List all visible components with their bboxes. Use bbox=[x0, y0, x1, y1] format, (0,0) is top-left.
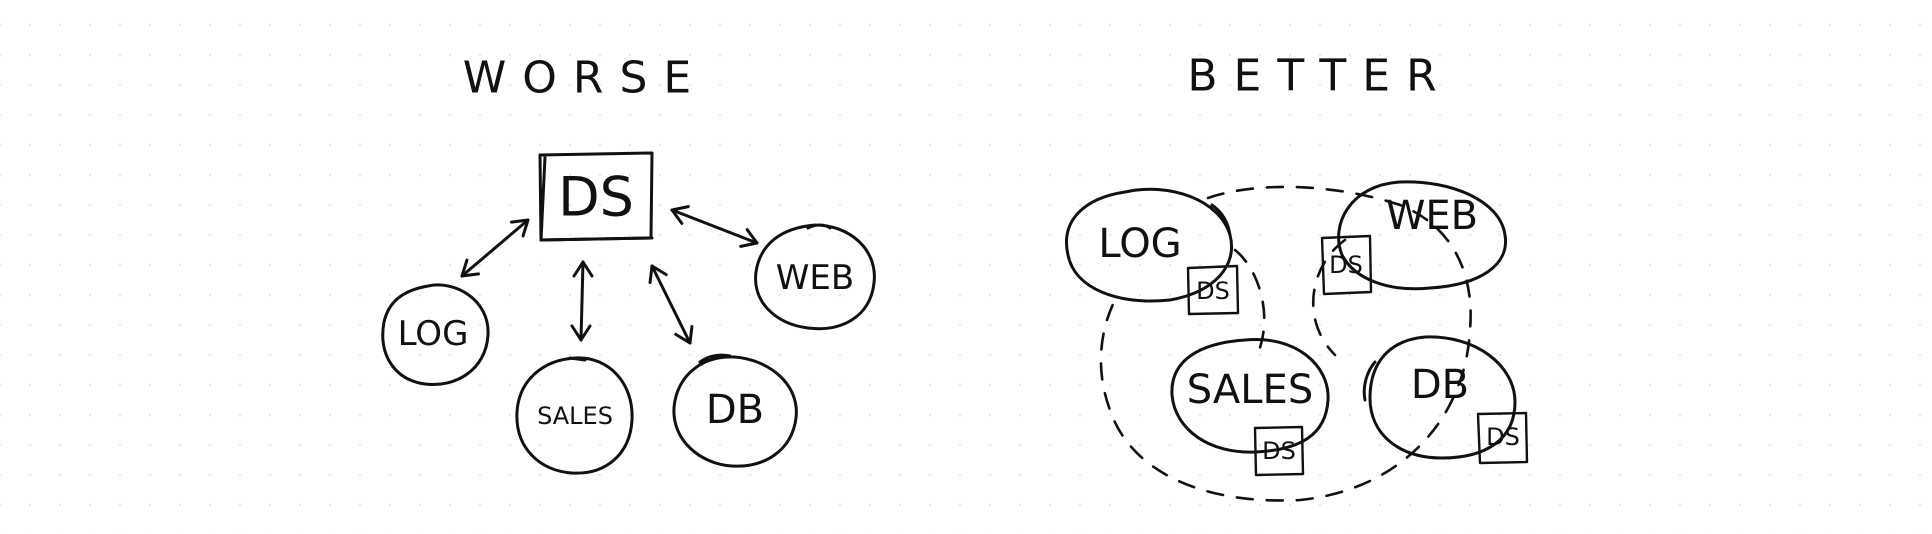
log-service-label: LOG bbox=[1098, 221, 1181, 267]
sales-service-label: SALES bbox=[1187, 367, 1313, 413]
web-ds-label: DS bbox=[1329, 251, 1363, 279]
dashed-divider-right bbox=[1312, 238, 1347, 357]
ds-hub-box-underline bbox=[539, 236, 654, 242]
web-node-circle bbox=[754, 223, 876, 331]
arrow-ds-db bbox=[642, 260, 700, 349]
log-ds-box: DS bbox=[1186, 264, 1240, 316]
web-node-label: WEB bbox=[776, 258, 854, 298]
web-service-label: WEB bbox=[1386, 193, 1478, 239]
db-node-label: DB bbox=[706, 387, 764, 433]
better-title: BETTER bbox=[1187, 51, 1452, 102]
log-node-label: LOG bbox=[398, 314, 469, 354]
arrow-ds-log bbox=[454, 211, 536, 285]
db-ds-label: DS bbox=[1486, 423, 1520, 451]
db-service-label: DB bbox=[1411, 362, 1469, 408]
sales-node-label: SALES bbox=[537, 402, 613, 430]
db-ds-box: DS bbox=[1476, 411, 1529, 465]
web-ds-box: DS bbox=[1320, 234, 1373, 296]
ds-hub-label: DS bbox=[558, 166, 634, 229]
sales-node-circle bbox=[515, 356, 634, 475]
sales-ds-label: DS bbox=[1262, 437, 1296, 465]
log-service-blob bbox=[1065, 187, 1233, 303]
worse-diagram: WORSE DS LOG WEB SALES DB bbox=[381, 53, 876, 475]
sales-ds-box: DS bbox=[1253, 425, 1305, 477]
log-ds-label: DS bbox=[1196, 277, 1230, 305]
arrow-ds-sales bbox=[570, 260, 594, 342]
dashed-divider-left bbox=[1233, 248, 1266, 362]
web-service-blob bbox=[1337, 180, 1508, 291]
db-service-blob bbox=[1362, 335, 1517, 460]
log-node-circle bbox=[381, 283, 490, 387]
shared-boundary-dashed bbox=[1099, 185, 1472, 502]
worse-title: WORSE bbox=[463, 53, 707, 104]
arrow-ds-web bbox=[667, 200, 762, 253]
db-node-circle bbox=[672, 353, 798, 468]
better-diagram: BETTER LOG WEB SALES DB DS DS DS bbox=[1065, 51, 1529, 502]
